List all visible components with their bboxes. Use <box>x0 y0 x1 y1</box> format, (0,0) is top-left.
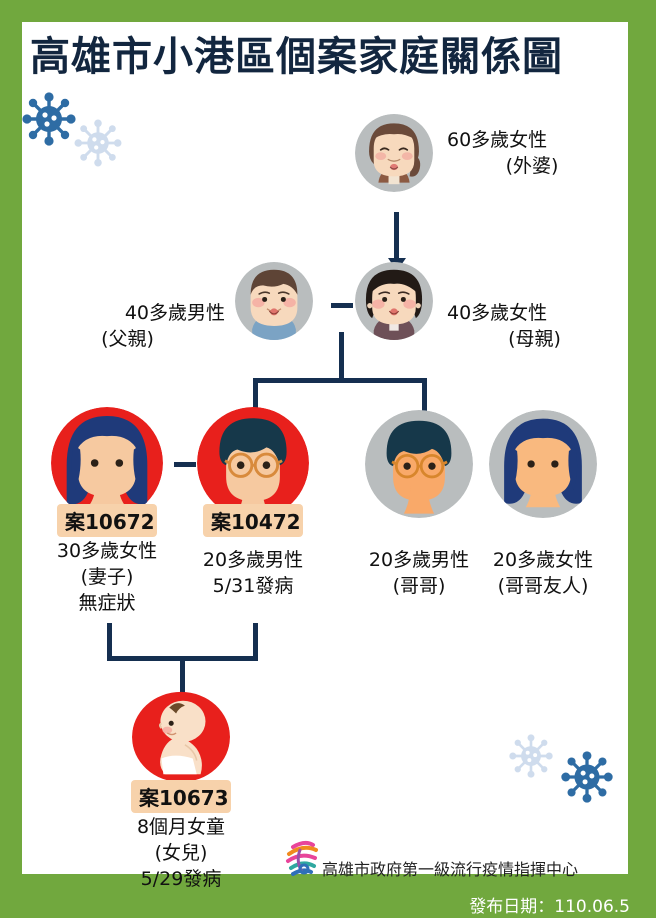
page-title: 高雄市小港區個案家庭關係圖 <box>30 34 563 80</box>
middle-aged-woman-avatar <box>355 262 433 340</box>
connector-to-daughter <box>180 656 185 698</box>
connector-wife-down <box>107 623 112 660</box>
label-brother-line-2: (哥哥) <box>392 575 446 597</box>
baby-avatar <box>132 691 230 783</box>
connector-marriage-drop <box>339 332 344 380</box>
connector-sibling-bar <box>253 378 427 383</box>
label-mother: 40多歲女性 (母親) <box>447 300 622 352</box>
footer-organization: 高雄市政府第一級流行疫情指揮中心 <box>322 860 579 879</box>
label-daughter-line-1: 8個月女童 <box>136 816 226 838</box>
young-man-glasses-avatar <box>197 407 309 519</box>
virus-icon-light-top-left <box>74 119 122 167</box>
label-daughter-line-2: (女兒) <box>154 842 208 864</box>
node-mother[interactable]: 40多歲女性 (母親) <box>355 262 561 350</box>
label-grandmother: 60多歲女性 (外婆) <box>447 127 617 179</box>
case-tag-husband[interactable]: 案10472 <box>203 504 303 537</box>
label-wife-line-3: 無症狀 <box>78 592 136 614</box>
label-mother-line-2: (母親) <box>508 328 561 350</box>
label-husband: 20多歲男性 5/31發病 <box>182 547 324 599</box>
label-grandmother-line-2: (外婆) <box>505 155 559 177</box>
connector-to-brother <box>422 378 427 422</box>
label-brother-friend: 20多歲女性 (哥哥友人) <box>467 547 619 599</box>
label-brother: 20多歲男性 (哥哥) <box>347 547 491 599</box>
case-tag-wife[interactable]: 案10672 <box>57 504 157 537</box>
virus-icon-dark-bottom-right <box>561 751 613 803</box>
middle-aged-man-avatar <box>235 262 313 340</box>
virus-icon-dark-top-left <box>22 92 76 146</box>
kaohsiung-city-logo <box>286 840 318 876</box>
label-father: 40多歲男性 (父親) <box>30 300 225 352</box>
node-father[interactable]: 40多歲男性 (父親) <box>101 262 313 350</box>
virus-icon-light-bottom-right <box>509 734 553 778</box>
footer-release-date: 發布日期：110.06.5 <box>469 897 630 917</box>
label-father-line-2: (父親) <box>101 328 154 350</box>
young-man-glasses-avatar <box>365 410 473 518</box>
case-tag-daughter[interactable]: 案10673 <box>131 780 231 813</box>
connector-father-mother-marriage <box>331 303 353 308</box>
label-wife: 30多歲女性 (妻子) 無症狀 <box>36 538 178 616</box>
connector-wife-husband-marriage <box>174 462 196 467</box>
label-daughter-line-3: 5/29發病 <box>140 868 222 890</box>
label-grandmother-line-1: 60多歲女性 <box>447 129 548 151</box>
label-wife-line-2: (妻子) <box>80 566 134 588</box>
label-brother-friend-line-1: 20多歲女性 <box>492 549 594 571</box>
node-husband[interactable]: 案10472 20多歲男性 5/31發病 <box>197 407 309 597</box>
label-mother-line-1: 40多歲女性 <box>447 302 548 324</box>
node-grandmother[interactable]: 60多歲女性 (外婆) <box>355 114 558 196</box>
label-daughter: 8個月女童 (女兒) 5/29發病 <box>110 814 252 892</box>
connector-grandmother-to-mother <box>394 212 399 260</box>
node-daughter[interactable]: 案10673 8個月女童 (女兒) 5/29發病 <box>131 688 231 890</box>
node-brother-friend[interactable]: 20多歲女性 (哥哥友人) <box>489 410 597 597</box>
label-husband-line-1: 20多歲男性 <box>202 549 304 571</box>
node-wife[interactable]: 案10672 30多歲女性 (妻子) 無症狀 <box>51 407 163 614</box>
young-woman-avatar <box>51 407 163 519</box>
young-woman-avatar <box>489 410 597 518</box>
label-wife-line-1: 30多歲女性 <box>56 540 158 562</box>
label-brother-line-1: 20多歲男性 <box>368 549 470 571</box>
elderly-woman-avatar <box>355 114 433 192</box>
label-father-line-1: 40多歲男性 <box>124 302 225 324</box>
connector-husband-down <box>253 623 258 660</box>
poster-canvas: 高雄市小港區個案家庭關係圖 <box>22 22 628 890</box>
label-brother-friend-line-2: (哥哥友人) <box>497 575 589 597</box>
label-husband-line-2: 5/31發病 <box>212 575 294 597</box>
node-brother[interactable]: 20多歲男性 (哥哥) <box>365 410 473 597</box>
connector-to-husband <box>253 378 258 422</box>
